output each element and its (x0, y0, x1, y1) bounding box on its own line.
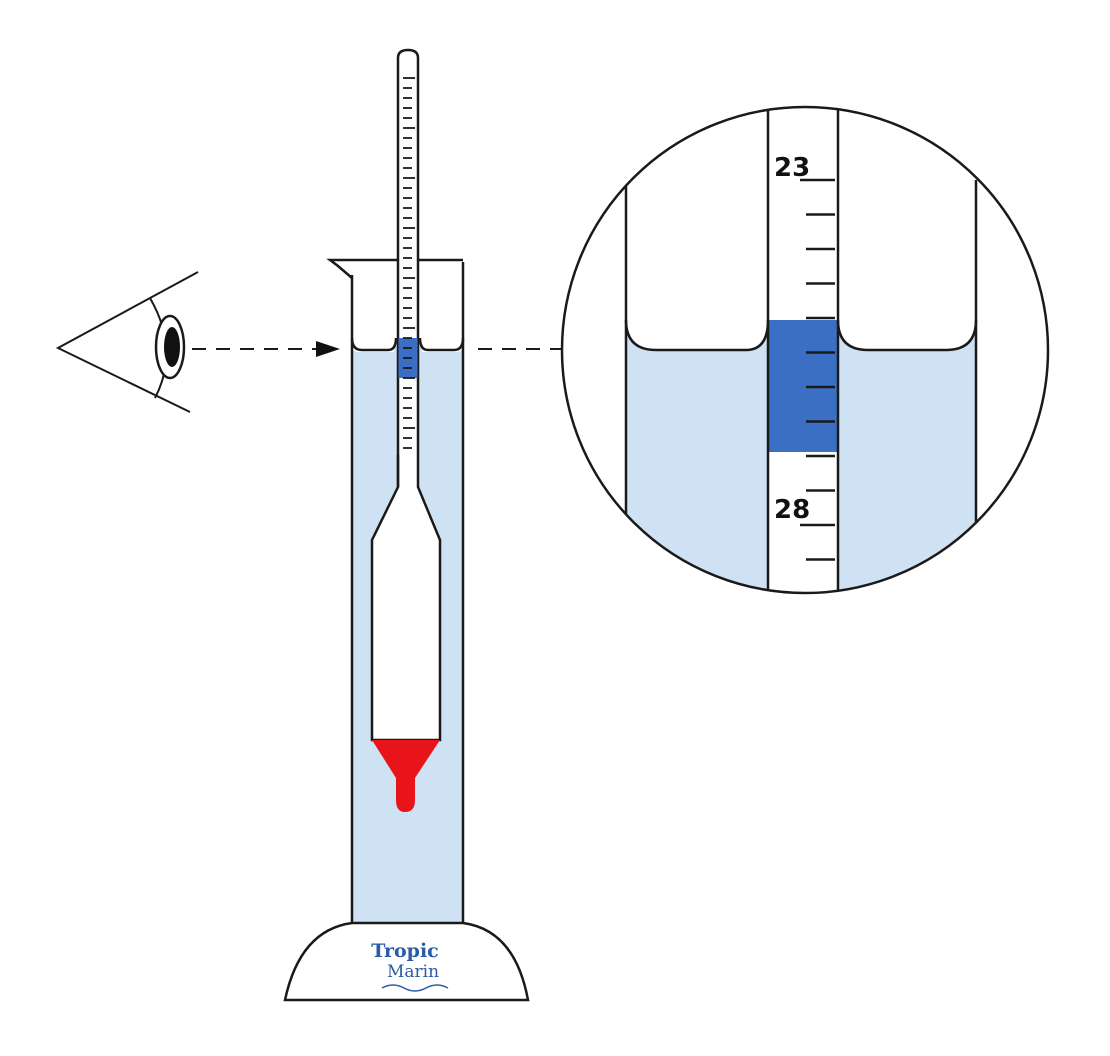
stem-scale-ticks (403, 77, 415, 449)
cylinder-base (283, 921, 530, 1002)
hydrometer (370, 48, 442, 812)
logo-line-2: Marin (387, 962, 439, 982)
bulb-weight (372, 740, 440, 812)
zoom-scale-ticks (800, 178, 835, 593)
arrow-right-icon (316, 341, 340, 357)
logo-line-1: Tropic (371, 940, 439, 962)
scale-label-23: 23 (774, 153, 810, 183)
magnified-view: 23 28 (560, 105, 1050, 595)
eye-icon (55, 271, 199, 413)
scale-label-28: 28 (774, 495, 810, 525)
tropic-marin-logo: Tropic Marin (371, 940, 449, 992)
